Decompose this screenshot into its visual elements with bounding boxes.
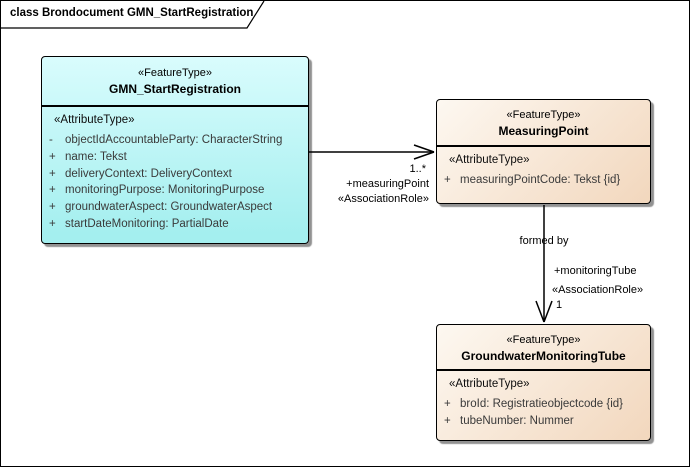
frame-tab-outline <box>1 1 265 29</box>
class-stereotype: «FeatureType» <box>138 67 212 79</box>
attribute-compartment-label: «AttributeType» <box>54 114 135 126</box>
visibility-marker: + <box>49 217 56 230</box>
attribute-compartment: «AttributeType» - objectIdAccountablePar… <box>42 112 308 233</box>
class-name: GMN_StartRegistration <box>108 82 242 96</box>
visibility-marker: + <box>49 167 56 180</box>
attribute-compartment: «AttributeType» + broId: Registratieobje… <box>437 376 650 430</box>
attribute-row: + groundwaterAspect: GroundwaterAspect <box>42 199 308 216</box>
attribute-compartment-label: «AttributeType» <box>449 378 530 390</box>
attribute-row: - objectIdAccountableParty: CharacterStr… <box>42 132 308 149</box>
attribute-row: + name: Tekst <box>42 149 308 166</box>
diagram-frame-title: class Brondocument GMN_StartRegistration <box>10 7 254 19</box>
attribute-row: + deliveryContext: DeliveryContext <box>42 166 308 183</box>
attribute-row: + monitoringPurpose: MonitoringPurpose <box>42 182 308 199</box>
attribute-row: + measuringPointCode: Tekst {id} <box>437 172 650 189</box>
attribute-text: monitoringPurpose: MonitoringPurpose <box>65 184 265 197</box>
attribute-row: + startDateMonitoring: PartialDate <box>42 216 308 233</box>
class-header: «FeatureType» MeasuringPoint <box>437 100 650 147</box>
open-arrowhead-icon <box>535 300 553 323</box>
class-header: «FeatureType» GMN_StartRegistration <box>42 57 308 107</box>
attribute-text: startDateMonitoring: PartialDate <box>65 217 229 230</box>
visibility-marker: - <box>49 134 53 146</box>
class-box-gmn-startregistration[interactable]: «FeatureType» GMN_StartRegistration «Att… <box>41 56 309 244</box>
visibility-marker: + <box>444 414 451 427</box>
association-name-label: formed by <box>519 235 569 247</box>
class-name: GroundwaterMonitoringTube <box>461 349 626 363</box>
attribute-text: name: Tekst <box>65 150 127 163</box>
class-box-measuringpoint[interactable]: «FeatureType» MeasuringPoint «AttributeT… <box>436 99 651 204</box>
attribute-text: deliveryContext: DeliveryContext <box>65 167 232 180</box>
multiplicity-label: 1 <box>556 299 563 311</box>
visibility-marker: + <box>49 201 56 214</box>
attribute-text: objectIdAccountableParty: CharacterStrin… <box>65 134 283 146</box>
association-measuringpoint[interactable] <box>308 144 435 160</box>
visibility-marker: + <box>444 398 451 410</box>
stereotype-label: «AssociationRole» <box>552 284 644 296</box>
attribute-text: measuringPointCode: Tekst {id} <box>460 174 621 186</box>
class-header: «FeatureType» GroundwaterMonitoringTube <box>437 325 650 371</box>
attribute-text: broId: Registratieobjectcode {id} <box>460 398 624 410</box>
attribute-row: + broId: Registratieobjectcode {id} <box>437 396 650 413</box>
class-stereotype: «FeatureType» <box>506 109 581 121</box>
class-name: MeasuringPoint <box>498 124 589 138</box>
multiplicity-label: 1..* <box>409 163 426 175</box>
attribute-text: groundwaterAspect: GroundwaterAspect <box>65 201 273 214</box>
role-label: +measuringPoint <box>346 178 429 190</box>
attribute-text: tubeNumber: Nummer <box>460 414 574 427</box>
open-arrowhead-icon <box>413 144 435 160</box>
stereotype-label: «AssociationRole» <box>337 193 429 205</box>
attribute-compartment: «AttributeType» + measuringPointCode: Te… <box>437 152 650 189</box>
attribute-row: + tubeNumber: Nummer <box>437 413 650 430</box>
association-monitoringtube[interactable] <box>535 205 553 323</box>
visibility-marker: + <box>49 150 56 163</box>
visibility-marker: + <box>444 174 451 186</box>
class-stereotype: «FeatureType» <box>506 334 581 346</box>
attribute-compartment-label: «AttributeType» <box>449 154 530 166</box>
visibility-marker: + <box>49 184 56 197</box>
role-label: +monitoringTube <box>554 265 637 277</box>
class-box-groundwatermonitoringtube[interactable]: «FeatureType» GroundwaterMonitoringTube … <box>436 324 651 441</box>
